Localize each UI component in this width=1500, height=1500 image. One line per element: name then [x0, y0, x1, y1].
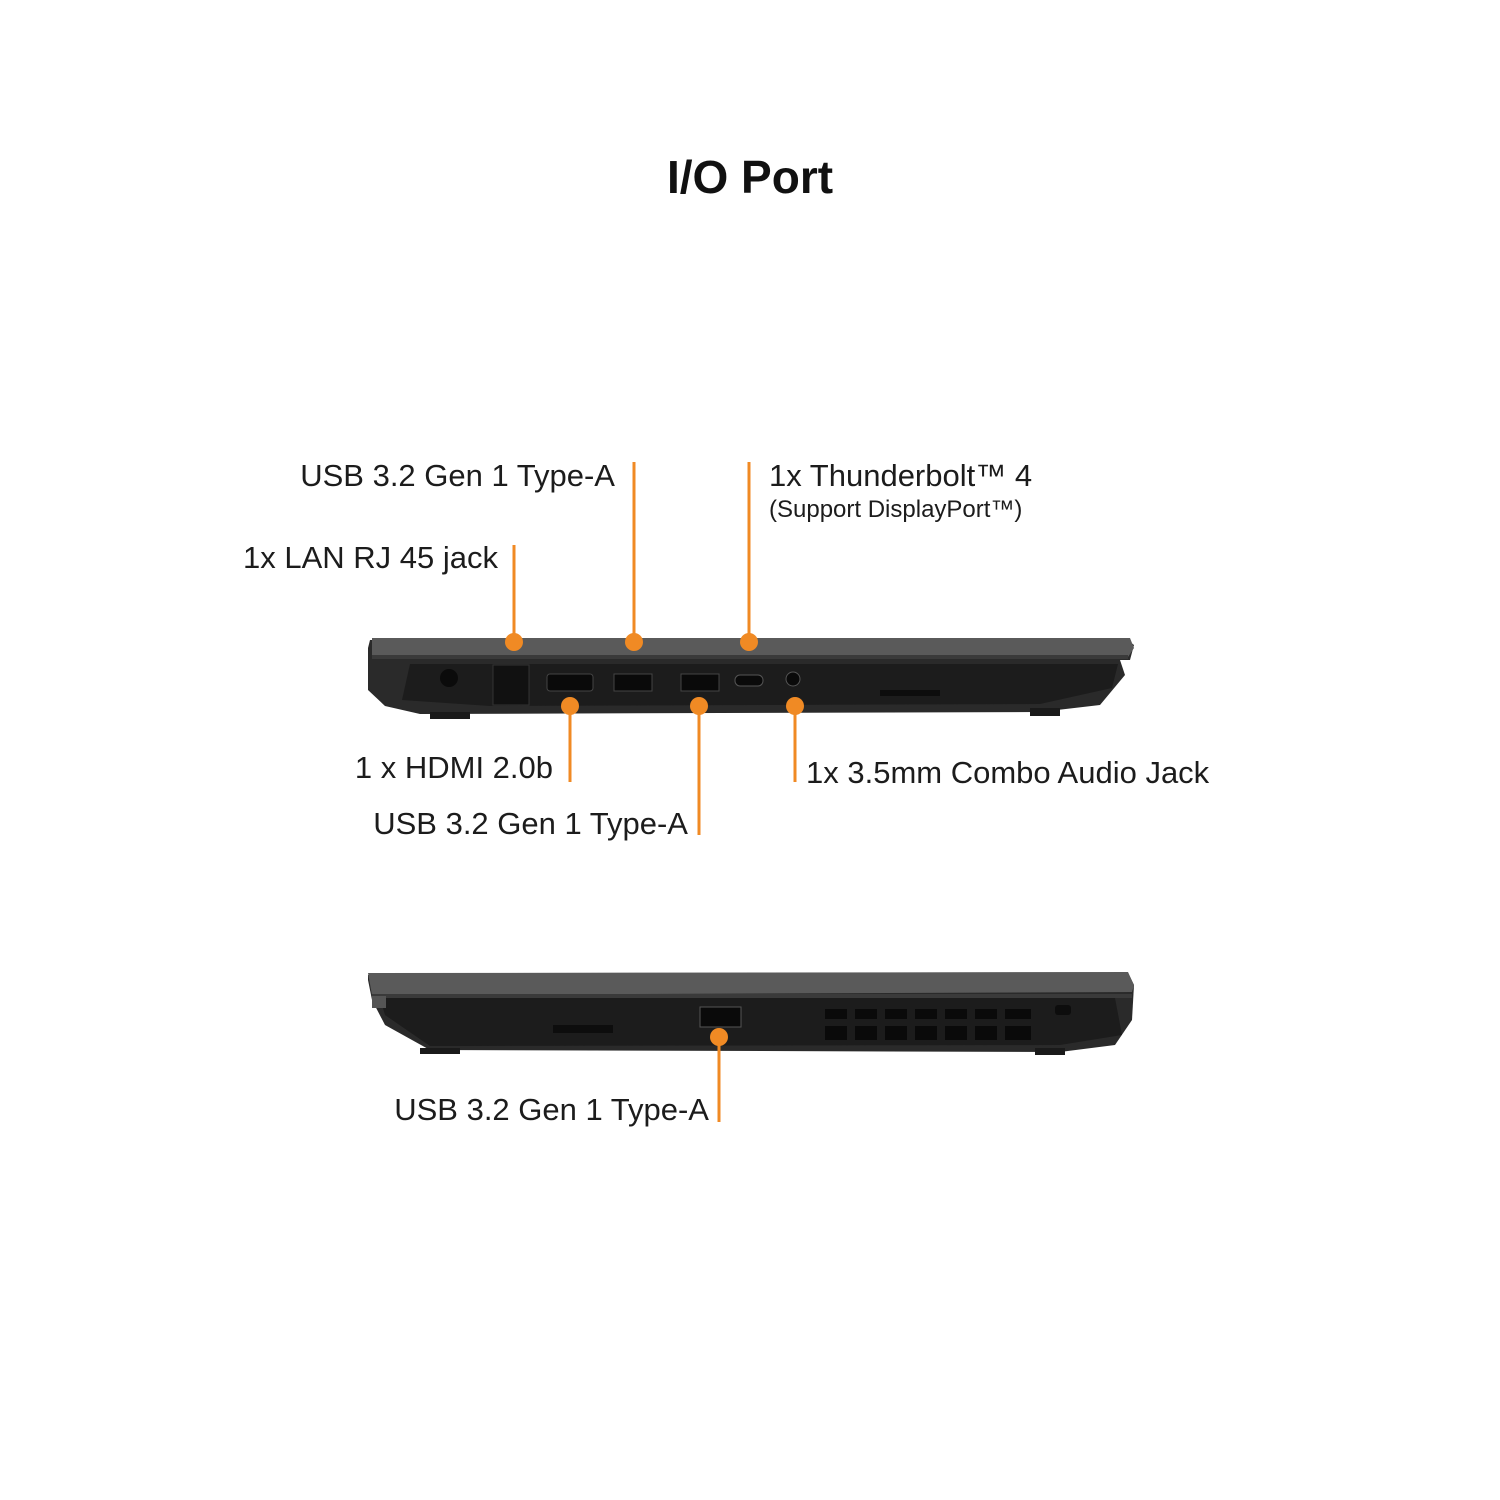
label-usb-a-top: USB 3.2 Gen 1 Type-A — [300, 458, 615, 493]
hdmi-port — [546, 673, 594, 692]
laptop-left-side — [368, 972, 1134, 1055]
dc-in-port — [440, 669, 458, 687]
label-hdmi: 1 x HDMI 2.0b — [354, 750, 553, 785]
label-thunderbolt: 1x Thunderbolt™ 4 — [769, 458, 1033, 493]
vents — [825, 1009, 1031, 1040]
usb-a-port — [613, 673, 653, 692]
page-title: I/O Port — [666, 151, 834, 203]
usb-a-port — [680, 673, 720, 692]
audio-port — [785, 671, 801, 687]
lan-port — [492, 664, 530, 706]
label-usb-a-bottom: USB 3.2 Gen 1 Type-A — [373, 806, 688, 841]
laptop-right-side — [368, 638, 1134, 719]
callouts — [505, 462, 804, 1122]
label-audio: 1x 3.5mm Combo Audio Jack — [806, 755, 1210, 790]
usb-a-port — [699, 1006, 742, 1028]
label-lan: 1x LAN RJ 45 jack — [243, 540, 498, 575]
label-thunderbolt-sub: (Support DisplayPort™) — [769, 496, 1023, 523]
label-usb-a-left: USB 3.2 Gen 1 Type-A — [394, 1092, 709, 1127]
usb-c-port — [734, 674, 764, 687]
